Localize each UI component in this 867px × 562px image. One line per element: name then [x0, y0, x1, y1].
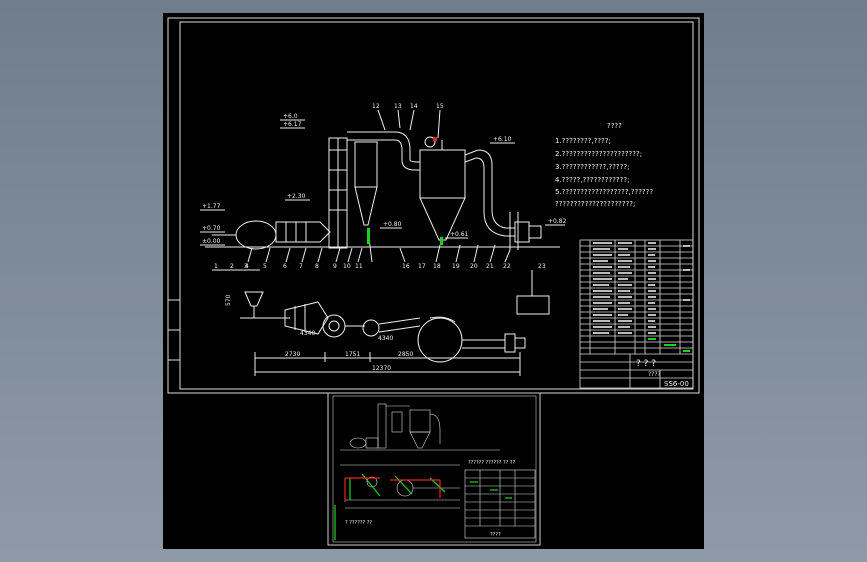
green-highlights [367, 228, 443, 245]
note-2: 2.?????????????????????; [555, 150, 642, 158]
elev-1-77: +1.77 [202, 203, 221, 210]
thumb-note-2: ? ?????? ?? [345, 520, 372, 526]
svg-text:4: 4 [245, 263, 249, 270]
dim-570: 570 [225, 294, 232, 306]
elevation-labels: +6.0 +6.17 +6.10 +2.30 +1.77 +0.70 ±0.00… [202, 113, 567, 245]
elev-0-00: ±0.00 [202, 238, 221, 245]
title-block-text: ? ? ? ???? SS6-00 [636, 359, 689, 388]
thumbnail-text: ?????? ?????? ?? ?? ? ?????? ?? ???? [345, 460, 516, 538]
elevation-view [200, 109, 565, 263]
parts-list-entries [593, 242, 690, 334]
elev-6-17: +6.17 [283, 121, 302, 128]
thumbnail-green [334, 473, 512, 540]
svg-text:10: 10 [343, 263, 351, 270]
svg-text:16: 16 [402, 263, 410, 270]
elev-0-70: +0.70 [202, 225, 221, 232]
dim-4340-a: 4340 [300, 330, 315, 337]
parts-list [579, 239, 694, 389]
svg-text:18: 18 [433, 263, 441, 270]
dim-4340-b: 4340 [378, 335, 393, 342]
svg-text:17: 17 [418, 263, 426, 270]
title-name: ? ? ? [636, 359, 656, 369]
svg-text:19: 19 [452, 263, 460, 270]
note-4: 4.?????,????????????; [555, 176, 629, 184]
svg-text:22: 22 [503, 263, 511, 270]
svg-text:6: 6 [283, 263, 287, 270]
svg-text:1: 1 [214, 263, 218, 270]
plan-labels: 1 2 3 23 2730 1751 2850 12370 4340 4340 … [214, 263, 546, 372]
svg-text:20: 20 [470, 263, 478, 270]
elev-2-30: +2.30 [287, 193, 306, 200]
red-marker [433, 137, 437, 141]
dim-1751: 1751 [345, 351, 360, 358]
thumb-note-1: ?????? ?????? ?? ?? [468, 460, 516, 466]
thumbnail-sheet[interactable] [327, 392, 541, 546]
svg-text:9: 9 [333, 263, 337, 270]
svg-text:7: 7 [299, 263, 303, 270]
elev-0-61: +0.61 [450, 231, 469, 238]
svg-text:15: 15 [436, 103, 444, 110]
elev-6-10: +6.10 [493, 136, 512, 143]
svg-text:8: 8 [315, 263, 319, 270]
note-5b: ?????????????????????; [555, 200, 635, 208]
note-1: 1.????????,????; [555, 137, 611, 145]
dim-2850: 2850 [398, 351, 413, 358]
note-3: 3.????????????,?????; [555, 163, 629, 171]
dim-2730: 2730 [285, 351, 300, 358]
svg-text:23: 23 [538, 263, 546, 270]
part-numbers: 12 13 14 15 4 5 6 7 8 9 10 11 16 17 18 1… [245, 103, 511, 270]
elev-0-82: +0.82 [548, 218, 567, 225]
svg-text:5: 5 [263, 263, 267, 270]
svg-text:21: 21 [486, 263, 494, 270]
elev-0-80: +0.80 [383, 221, 402, 228]
dim-12370: 12370 [372, 365, 391, 372]
notes-title: ???? [607, 122, 622, 130]
elev-6-0: +6.0 [283, 113, 298, 120]
technical-notes: ???? 1.????????,????; 2.????????????????… [555, 122, 653, 208]
plan-view [212, 269, 550, 376]
svg-text:12: 12 [372, 103, 380, 110]
thumbnail-red [344, 477, 441, 502]
note-5: 5.??????????????????,?????? [555, 188, 653, 196]
svg-text:13: 13 [394, 103, 402, 110]
thumb-title: ???? [490, 532, 501, 538]
parts-list-green [648, 338, 690, 352]
svg-text:14: 14 [410, 103, 418, 110]
svg-text:2: 2 [230, 263, 234, 270]
drawing-number: SS6-00 [664, 380, 689, 388]
svg-text:3: 3 [244, 263, 248, 270]
svg-text:11: 11 [355, 263, 363, 270]
title-subtitle: ???? [648, 371, 661, 378]
